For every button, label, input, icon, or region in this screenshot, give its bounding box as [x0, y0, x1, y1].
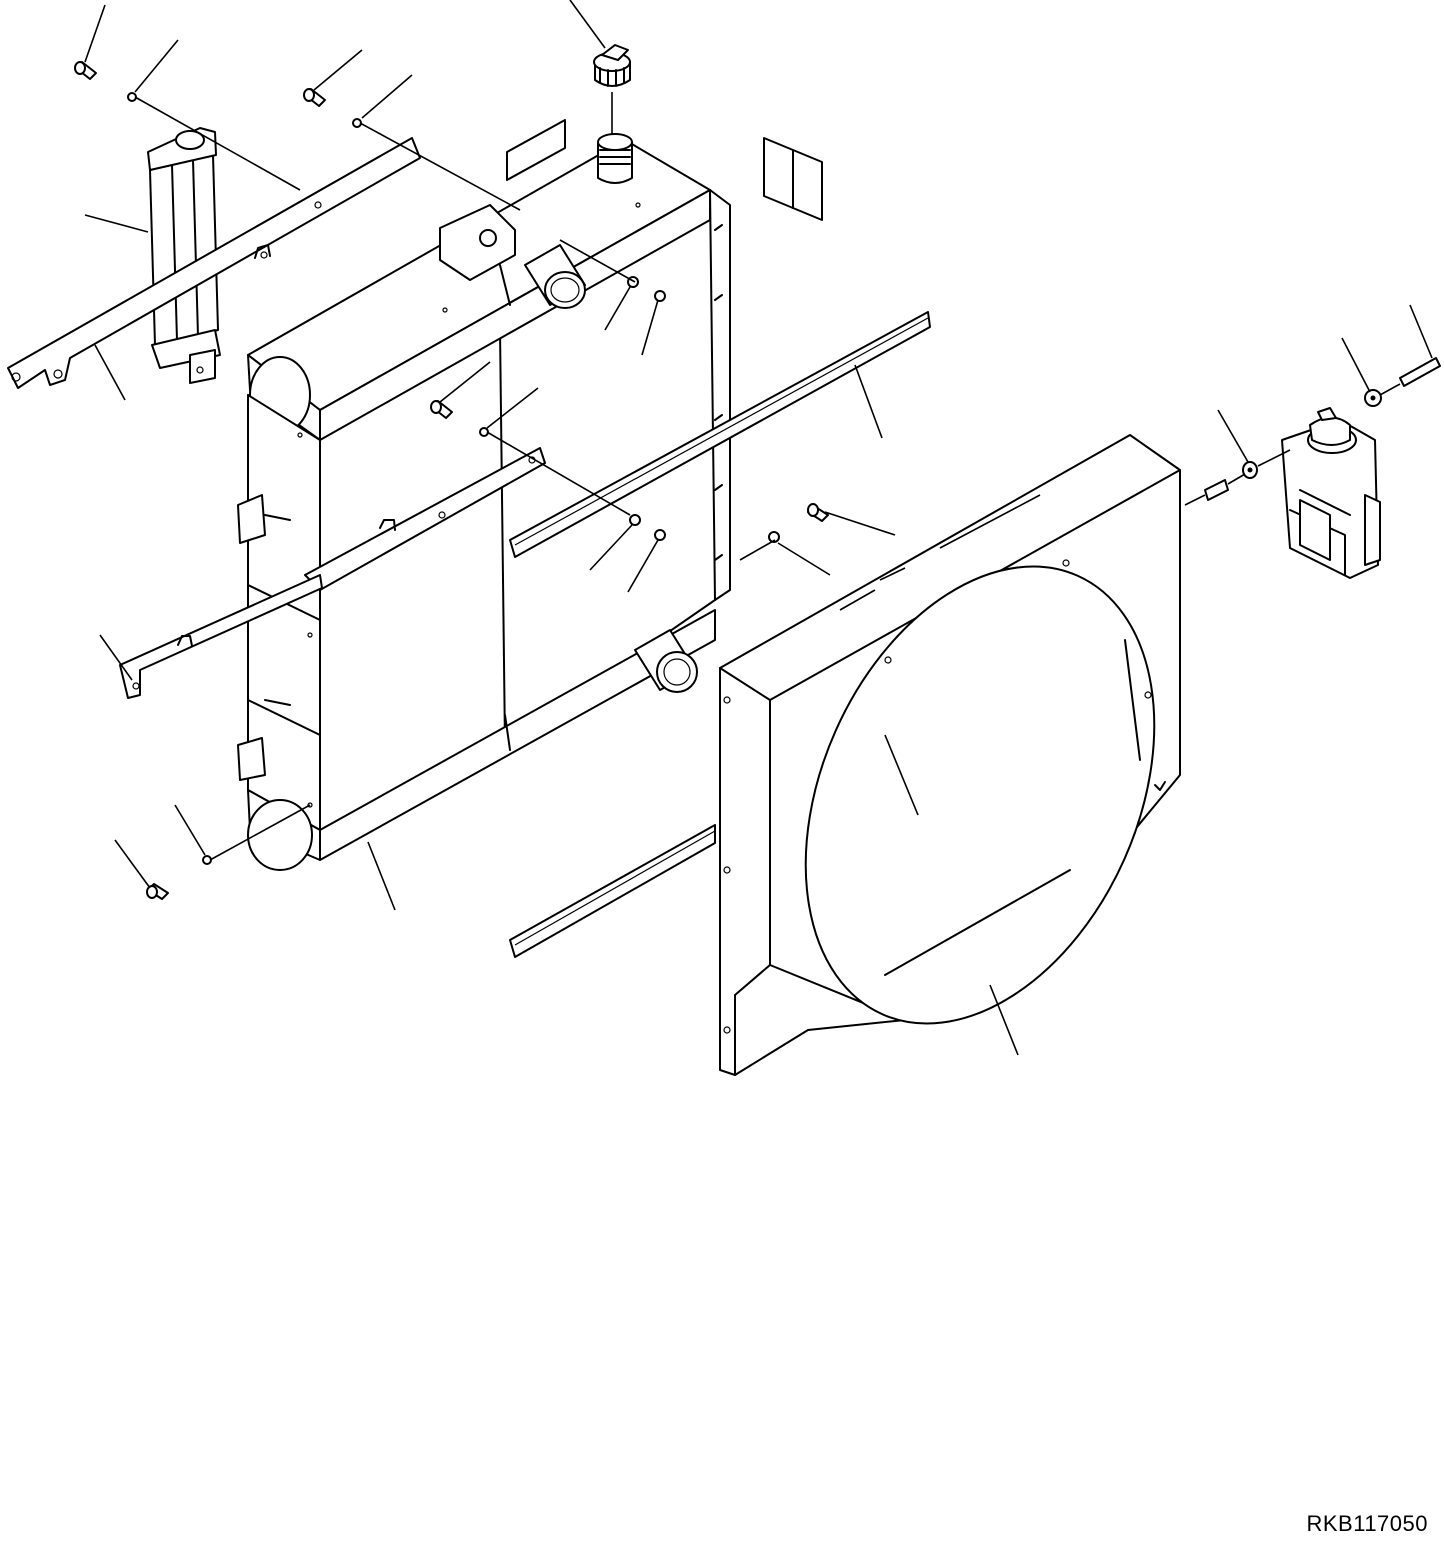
seal-strips — [510, 312, 930, 957]
assembly-lines — [135, 92, 1400, 860]
fan-shroud — [720, 435, 1222, 1079]
radiator-cap — [594, 45, 630, 86]
leader-lines — [85, 0, 1432, 1055]
drawing-code: RKB117050 — [1306, 1511, 1428, 1536]
decals — [507, 120, 822, 220]
radiator — [120, 134, 730, 870]
upper-bracket — [8, 138, 420, 388]
reserve-tank — [1282, 408, 1380, 578]
